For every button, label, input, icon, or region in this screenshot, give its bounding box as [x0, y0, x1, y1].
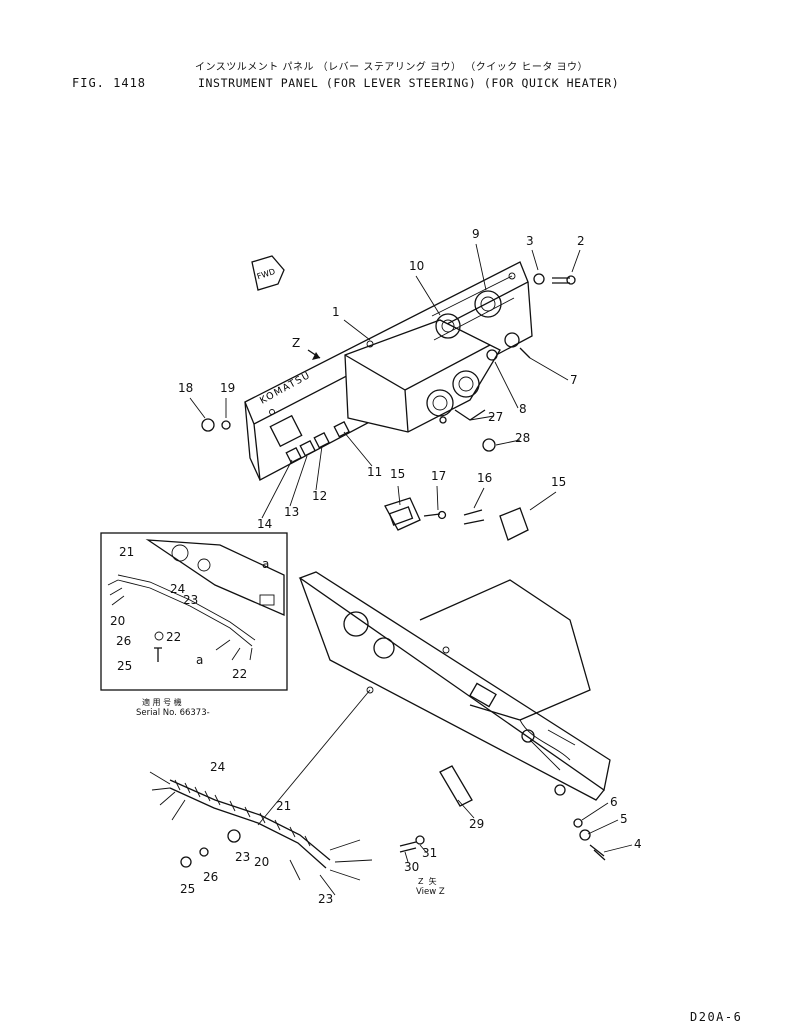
- z-marker: Z: [292, 336, 300, 350]
- wire-harness: [149, 771, 373, 896]
- callout-11: 11: [367, 465, 382, 479]
- page-title: INSTRUMENT PANEL (FOR LEVER STEERING) (F…: [198, 76, 620, 90]
- callout-14: 14: [257, 517, 272, 531]
- callout-23b: 23: [318, 892, 333, 906]
- callout-26: 26: [203, 870, 218, 884]
- callout-8: 8: [519, 402, 527, 416]
- callout-21-inset: 21: [119, 545, 134, 559]
- callout-3: 3: [526, 234, 534, 248]
- callout-24: 24: [210, 760, 225, 774]
- fwd-label: FWD: [256, 267, 277, 281]
- callout-27: 27: [488, 410, 503, 424]
- callout-20: 20: [254, 855, 269, 869]
- callout-15a: 15: [390, 467, 405, 481]
- callout-22b: 22: [232, 667, 247, 681]
- figure-number: FIG. 1418: [72, 76, 147, 90]
- instrument-panel-assembly: KOMATSU: [244, 261, 533, 482]
- callout-9: 9: [472, 227, 480, 241]
- callout-30: 30: [404, 860, 419, 874]
- view-japanese-caption: Z 矢: [418, 877, 437, 886]
- callout-28: 28: [515, 431, 530, 445]
- view-z-label: View Z: [416, 887, 445, 897]
- japanese-title: インスツルメント パネル （レバー ステアリング ヨウ） （クイック ヒータ ヨ…: [195, 62, 589, 73]
- callout-12: 12: [312, 489, 327, 503]
- view-z-panel: [257, 571, 611, 861]
- inset-japanese-caption: 適 用 号 機: [142, 698, 182, 707]
- leader-lines: [189, 243, 633, 863]
- callout-5: 5: [620, 812, 628, 826]
- brand-label: KOMATSU: [258, 370, 313, 407]
- callout-7: 7: [570, 373, 578, 387]
- inset-serial-number: Serial No. 66373-: [136, 708, 210, 718]
- callout-31: 31: [422, 846, 437, 860]
- callout-15b: 15: [551, 475, 566, 489]
- callout-4: 4: [634, 837, 642, 851]
- callout-13: 13: [284, 505, 299, 519]
- callouts: 1 2 3 4 5 6 7 8 9 10 11 12 13 14 15 15 1…: [110, 227, 642, 906]
- callout-6: 6: [610, 795, 618, 809]
- callout-23-inset: 23: [183, 593, 198, 607]
- callout-2: 2: [577, 234, 585, 248]
- fwd-arrow-sign: FWD: [251, 255, 285, 291]
- callout-25: 25: [180, 882, 195, 896]
- callout-16: 16: [477, 471, 492, 485]
- callout-19: 19: [220, 381, 235, 395]
- upper-hardware: [201, 273, 576, 541]
- callout-25-inset: 25: [117, 659, 132, 673]
- detail-a-lower: a: [196, 653, 203, 667]
- detail-a-upper: a: [262, 557, 269, 571]
- callout-18: 18: [178, 381, 193, 395]
- callout-24-inset: 24: [170, 582, 185, 596]
- page-code: D20A-6: [690, 1010, 743, 1024]
- callout-10: 10: [409, 259, 424, 273]
- callout-26-inset: 26: [116, 634, 131, 648]
- callout-22a: 22: [166, 630, 181, 644]
- callout-21: 21: [276, 799, 291, 813]
- callout-29: 29: [469, 817, 484, 831]
- callout-20-inset: 20: [110, 614, 125, 628]
- callout-23a: 23: [235, 850, 250, 864]
- z-view-arrow: Z: [292, 336, 321, 360]
- callout-17: 17: [431, 469, 446, 483]
- inset-detail-box: a a: [100, 532, 288, 691]
- callout-1: 1: [332, 305, 340, 319]
